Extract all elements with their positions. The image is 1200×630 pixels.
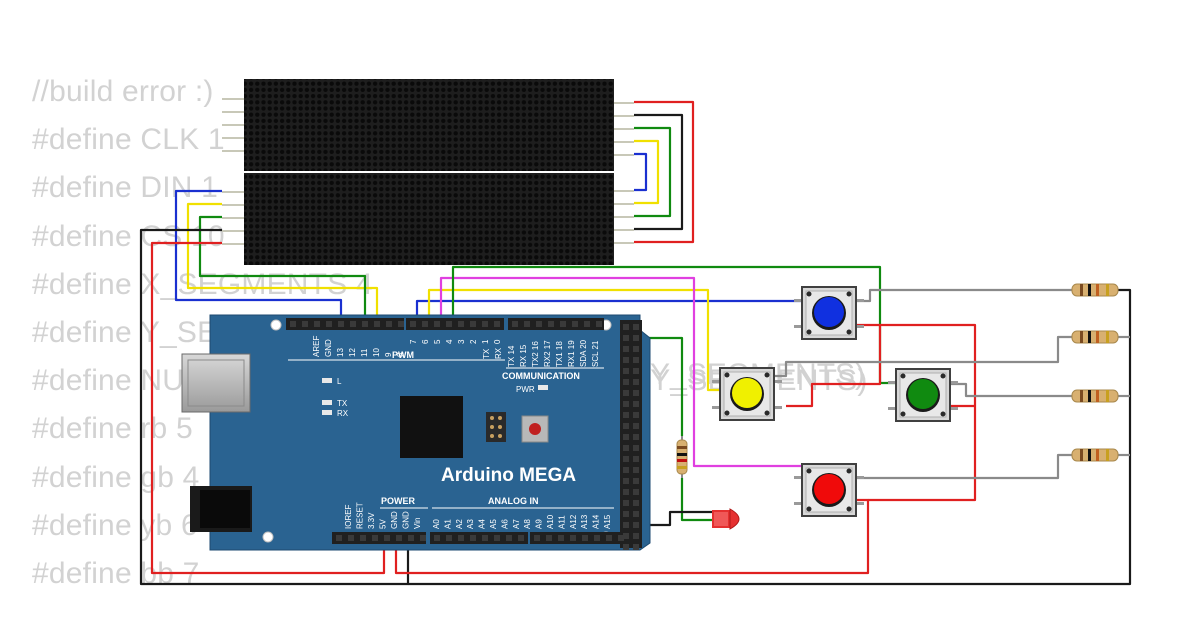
code-line: #define DIN 1 [32, 171, 219, 205]
blue-push-button[interactable] [794, 286, 864, 340]
code-line: #define X_SEGMENTS 4 [32, 267, 373, 301]
resistor-icon [676, 436, 688, 478]
pin-label: TX2 16 [531, 341, 540, 367]
pin-label: 11 [360, 348, 369, 357]
pin-label: SDA 20 [579, 339, 588, 367]
pin-label: A7 [512, 519, 521, 529]
pin-label: A6 [500, 519, 509, 529]
pin-label: TX1 18 [555, 341, 564, 367]
pin-label: AREF [312, 336, 321, 357]
pin-label: A13 [580, 514, 589, 529]
power-jack-icon [190, 486, 252, 532]
button-cap[interactable] [814, 297, 844, 327]
led-rx-label: RX [337, 409, 349, 418]
pin-label: RX1 19 [567, 340, 576, 367]
pin-label: A2 [455, 519, 464, 529]
pwm-label: PWM [392, 350, 414, 360]
pin-label: A9 [535, 519, 544, 529]
led-icon [712, 508, 740, 530]
pin-label: 13 [336, 348, 345, 357]
pin-label: RX [494, 347, 503, 359]
button-cap[interactable] [814, 474, 844, 504]
pin-label: 1 [481, 339, 490, 344]
pin-label: 12 [348, 348, 357, 357]
button-cap[interactable] [908, 379, 938, 409]
code-line: #define CLK 1 [32, 123, 225, 157]
pwr-led-label: PWR [516, 385, 535, 394]
microcontroller-chip-icon [400, 396, 463, 458]
resistor-icon [1071, 330, 1119, 344]
code-line: #define rb 5 [32, 412, 193, 446]
pin-label: 4 [445, 339, 454, 344]
pin-label: 7 [409, 339, 418, 344]
code-line: #define gb 4 [32, 460, 200, 494]
pin-label: SCL 21 [591, 340, 600, 367]
code-line: //build error :) [32, 75, 214, 108]
pin-label: 3 [457, 339, 466, 344]
analog-in-label: ANALOG IN [488, 496, 539, 506]
resistor-icon [1071, 448, 1119, 462]
arduino-mega-board: PWM COMMUNICATION POWER ANALOG IN Arduin… [181, 314, 651, 551]
pin-label: 2 [469, 339, 478, 344]
pin-label: 8 [396, 352, 405, 357]
pin-label: 9 [384, 352, 393, 357]
board-brand: Arduino MEGA [441, 465, 576, 486]
pin-label: 5 [433, 339, 442, 344]
pin-label: A3 [466, 519, 475, 529]
pin-label: A4 [478, 519, 487, 529]
pin-label: 3.3V [367, 512, 376, 529]
pin-label: TX [482, 348, 491, 359]
pin-label: A8 [523, 519, 532, 529]
pin-label: IOREF [344, 504, 353, 529]
red-push-button[interactable] [794, 463, 864, 517]
pin-label: A5 [489, 519, 498, 529]
led-matrix-icon [222, 79, 634, 265]
code-line: #define yb 6 [32, 508, 198, 542]
code-line: #define CS 10 [32, 219, 225, 253]
pin-label: GND [324, 339, 333, 357]
push-buttons [712, 286, 958, 517]
pin-label: A1 [443, 519, 452, 529]
resistor-icon [1071, 389, 1119, 403]
pin-label: A10 [546, 514, 555, 529]
pin-label: A0 [432, 519, 441, 529]
pin-label: A12 [569, 514, 578, 529]
pin-label: GND [390, 511, 399, 529]
usb-port-icon [181, 353, 251, 413]
pin-label: 6 [421, 339, 430, 344]
pin-label: Vin [413, 518, 422, 529]
pin-label: TX 14 [507, 345, 516, 367]
wires [139, 100, 1132, 586]
power-label: POWER [381, 496, 416, 506]
led-tx-label: TX [337, 399, 348, 408]
pin-label: RX 15 [519, 344, 528, 367]
green-push-button[interactable] [888, 368, 958, 422]
resistor-icon [1071, 283, 1119, 297]
reset-button-icon [521, 415, 549, 443]
pin-label: A14 [592, 514, 601, 529]
pin-label: A15 [603, 514, 612, 529]
led-l-label: L [337, 377, 342, 386]
resistors [1071, 283, 1119, 462]
pin-label: A11 [557, 515, 566, 529]
pin-label: RESET [356, 502, 365, 529]
pin-label: GND [402, 511, 411, 529]
pin-label: 5V [379, 519, 388, 529]
pin-label: RX2 17 [543, 340, 552, 367]
button-cap[interactable] [732, 378, 762, 408]
yellow-push-button[interactable] [712, 367, 782, 421]
pin-label: 10 [372, 348, 381, 357]
pin-label: 0 [493, 339, 502, 344]
communication-label: COMMUNICATION [502, 371, 580, 381]
